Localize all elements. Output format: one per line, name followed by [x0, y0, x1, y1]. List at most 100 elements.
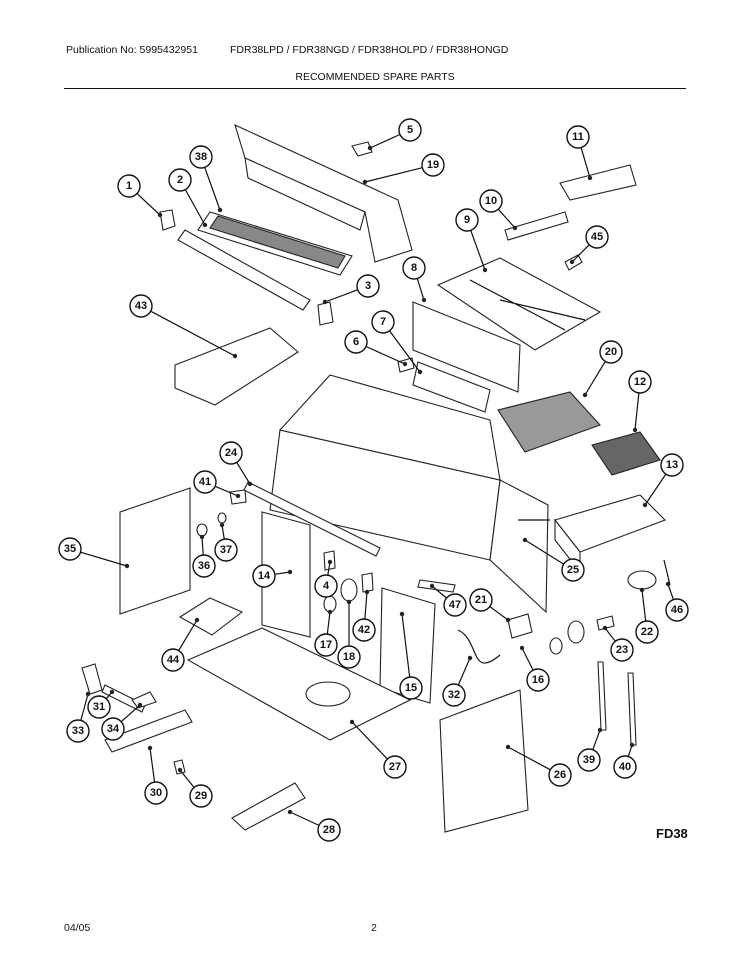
callout-number: 41: [199, 476, 211, 488]
callout-25: 25: [561, 558, 585, 582]
part-rod: [177, 229, 311, 311]
leader-arrowhead-11: [587, 175, 593, 181]
leader-line-45: [571, 244, 590, 263]
leader-arrowhead-13: [642, 502, 648, 508]
callout-circle: [58, 537, 82, 561]
leader-line-13: [644, 473, 667, 506]
callout-number: 32: [448, 689, 460, 701]
header-rule: [64, 88, 686, 89]
callout-circle: [161, 648, 185, 672]
callout-number: 27: [389, 761, 401, 773]
callout-circle: [660, 453, 684, 477]
callout-circle: [561, 558, 585, 582]
callout-circle: [252, 564, 276, 588]
callout-circle: [442, 683, 466, 707]
callout-circle: [526, 668, 550, 692]
callout-47: 47: [443, 593, 467, 617]
callout-number: 13: [666, 459, 678, 471]
leader-arrowhead-41: [235, 493, 241, 499]
page-number: 2: [371, 922, 377, 934]
leader-line-14: [274, 571, 291, 575]
leader-arrowhead-32: [467, 655, 473, 661]
part-hose: [457, 629, 501, 664]
part-side-burner-head: [627, 570, 657, 590]
callout-2: 2: [168, 168, 192, 192]
part-end-cap-left: [159, 209, 176, 231]
callout-number: 43: [135, 300, 147, 312]
callout-20: 20: [599, 340, 623, 364]
callout-45: 45: [585, 225, 609, 249]
callout-circle: [402, 256, 426, 280]
leader-line-46: [667, 583, 674, 600]
leader-arrowhead-8: [421, 297, 427, 303]
callout-number: 15: [405, 682, 417, 694]
callout-46: 46: [665, 598, 689, 622]
callout-number: 2: [177, 174, 183, 186]
callout-circle: [455, 208, 479, 232]
leader-arrowhead-28: [287, 809, 293, 815]
leader-line-2: [184, 189, 206, 226]
leader-line-21: [489, 606, 509, 621]
leader-line-29: [179, 769, 195, 788]
callout-number: 47: [449, 599, 461, 611]
leader-line-4: [327, 561, 331, 576]
callout-circle: [344, 330, 368, 354]
part-door-right: [379, 587, 436, 704]
leader-arrowhead-23: [602, 625, 608, 631]
callout-circle: [189, 784, 213, 808]
callout-31: 31: [87, 695, 111, 719]
callout-14: 14: [252, 564, 276, 588]
leader-line-17: [326, 611, 331, 635]
callout-1: 1: [117, 174, 141, 198]
leader-arrowhead-12: [632, 427, 638, 433]
callout-circle: [566, 125, 590, 149]
part-spark-wire: [663, 559, 671, 586]
callout-24: 24: [219, 441, 243, 465]
callout-21: 21: [469, 588, 493, 612]
callout-17: 17: [314, 633, 338, 657]
callout-circle: [628, 370, 652, 394]
callout-number: 33: [72, 725, 84, 737]
leader-line-27: [351, 721, 388, 760]
callout-number: 9: [464, 214, 470, 226]
callout-8: 8: [402, 256, 426, 280]
callout-circle: [87, 695, 111, 719]
leader-arrowhead-15: [399, 611, 405, 617]
callout-number: 36: [198, 560, 210, 572]
callout-number: 10: [485, 195, 497, 207]
leader-line-15: [401, 613, 411, 678]
leader-arrowhead-34: [137, 702, 143, 708]
part-thermocouple: [417, 579, 456, 593]
leader-line-26: [507, 746, 551, 771]
callout-39: 39: [577, 748, 601, 772]
leader-line-11: [580, 147, 591, 179]
callout-number: 30: [150, 787, 162, 799]
leader-line-36: [201, 536, 204, 556]
leader-line-3: [324, 289, 358, 303]
leader-arrowhead-36: [199, 534, 205, 540]
leader-arrowhead-2: [202, 222, 208, 228]
part-handle-bracket: [131, 691, 157, 709]
part-screw: [173, 759, 186, 775]
callout-43: 43: [129, 294, 153, 318]
callout-leader-lines: [80, 133, 674, 826]
leader-line-19: [364, 167, 423, 183]
callout-number: 1: [126, 180, 132, 192]
part-door-handle: [81, 663, 103, 695]
callout-number: 4: [323, 580, 330, 592]
callout-circle: [314, 633, 338, 657]
callout-36: 36: [192, 554, 216, 578]
callout-number: 7: [380, 316, 386, 328]
part-support-bracket: [231, 782, 306, 831]
leader-arrowhead-24: [247, 481, 253, 487]
leader-arrowhead-10: [512, 225, 518, 231]
callout-number: 25: [567, 564, 579, 576]
leader-line-23: [604, 627, 616, 642]
leader-line-34: [120, 704, 141, 723]
callout-13: 13: [660, 453, 684, 477]
callout-circle: [479, 189, 503, 213]
callout-3: 3: [356, 274, 380, 298]
callout-number: 20: [605, 346, 617, 358]
callout-33: 33: [66, 719, 90, 743]
